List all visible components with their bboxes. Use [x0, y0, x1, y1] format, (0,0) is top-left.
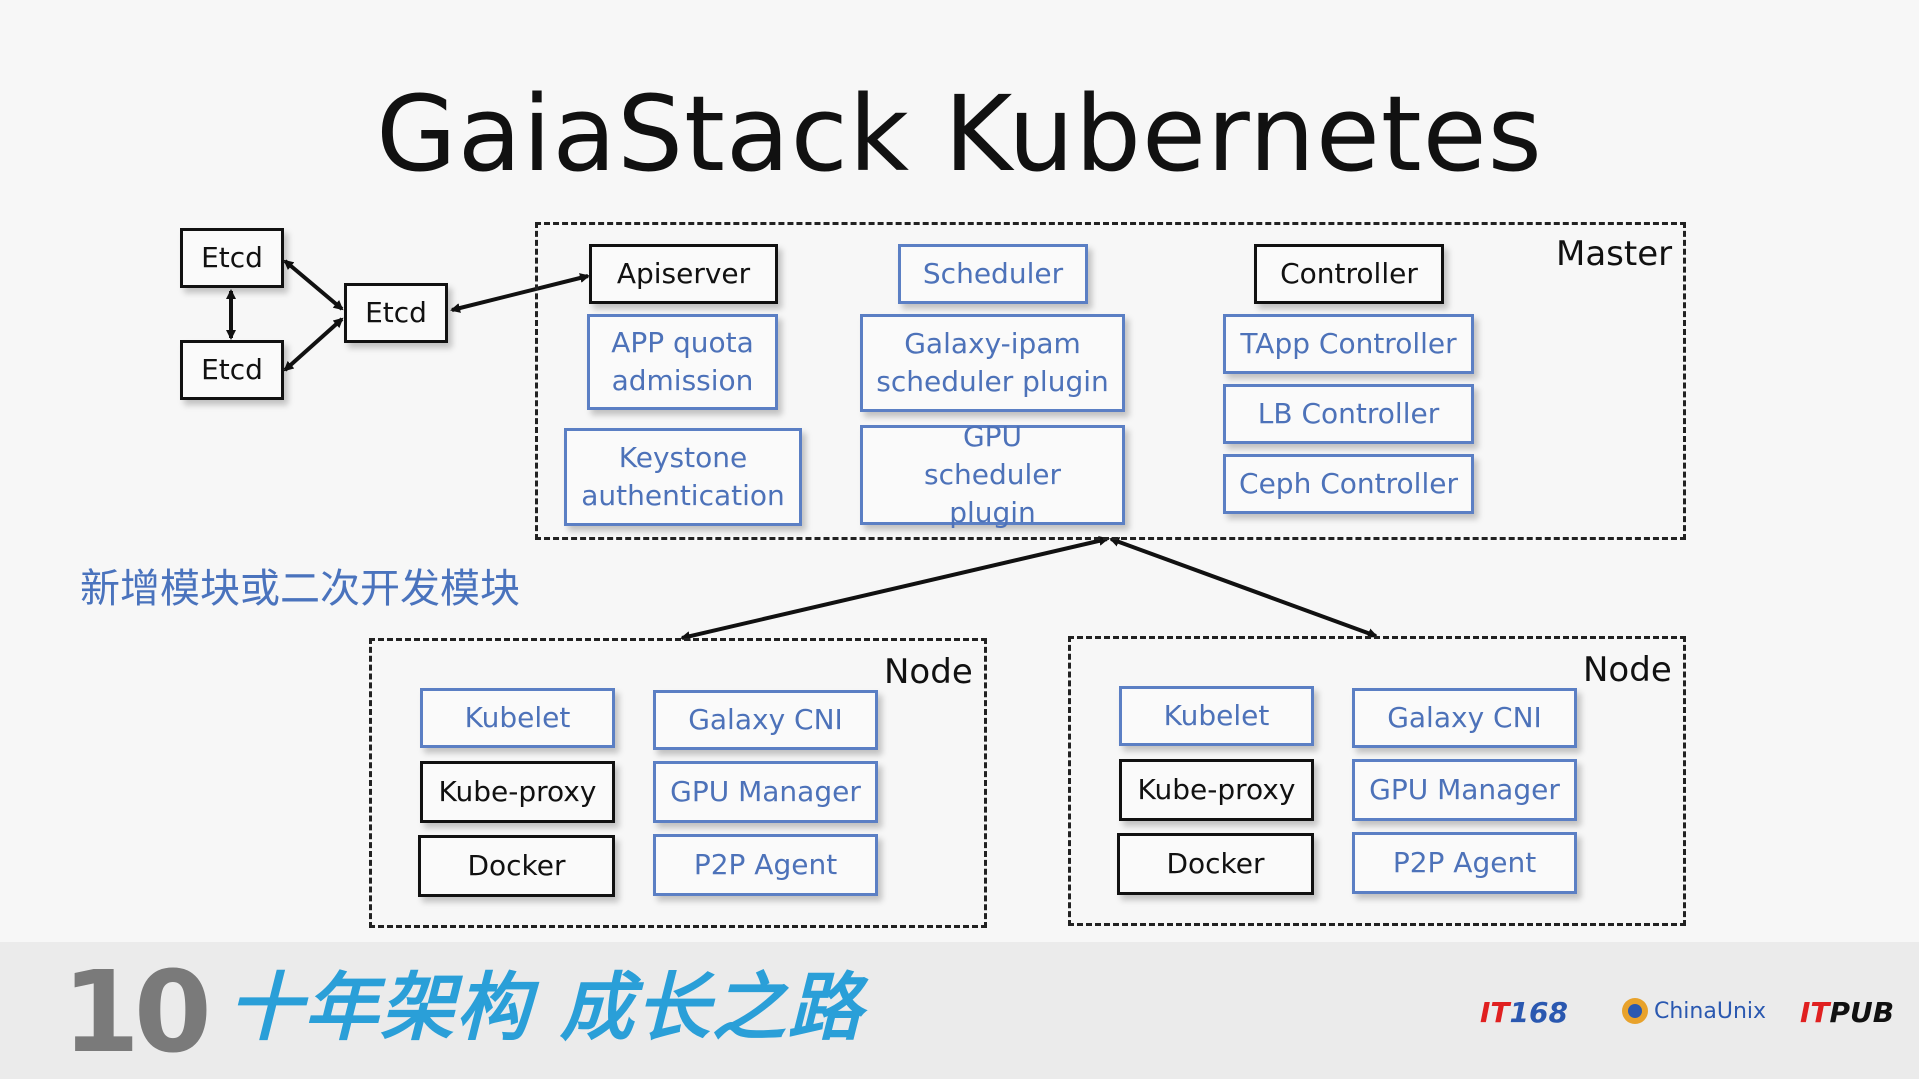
- node-region-1: [369, 638, 987, 928]
- lb-controller-box: LB Controller: [1223, 384, 1474, 444]
- tapp-controller-box: TApp Controller: [1223, 314, 1474, 374]
- etcd-apiserver-link: [450, 273, 590, 313]
- etcd-bottom: Etcd: [180, 340, 284, 400]
- etcd-top: Etcd: [180, 228, 284, 288]
- app-quota-box: APP quota admission: [587, 314, 778, 410]
- anniversary-logo: 10: [62, 948, 212, 1078]
- galaxy-ipam-box: Galaxy-ipam scheduler plugin: [860, 314, 1125, 412]
- p2p-agent-box-1: P2P Agent: [653, 834, 878, 896]
- galaxy-cni-box-1: Galaxy CNI: [653, 690, 878, 750]
- kube-proxy-box-1: Kube-proxy: [420, 761, 615, 823]
- controller-box: Controller: [1254, 244, 1444, 304]
- page-title: GaiaStack Kubernetes: [376, 73, 1543, 195]
- it168-logo: IT168: [1480, 996, 1568, 1029]
- master-node1-link: [680, 535, 1109, 642]
- gpu-scheduler-box: GPU scheduler plugin: [860, 420, 1125, 529]
- keystone-box: Keystone authentication: [564, 428, 802, 526]
- gpu-manager-box-2: GPU Manager: [1352, 759, 1577, 821]
- master-node2-link: [1109, 537, 1378, 638]
- etcd-link-bottom: [283, 317, 344, 372]
- node-label-1: Node: [884, 652, 973, 692]
- master-region: [535, 222, 1686, 540]
- etcd-link-top: [283, 259, 344, 311]
- master-label: Master: [1556, 234, 1673, 274]
- docker-box-1: Docker: [418, 835, 615, 897]
- kubelet-box-2: Kubelet: [1119, 686, 1314, 746]
- ceph-controller-box: Ceph Controller: [1223, 454, 1474, 514]
- kubelet-box-1: Kubelet: [420, 688, 615, 748]
- itpub-logo: ITPUB: [1800, 996, 1895, 1029]
- apiserver-box: Apiserver: [589, 244, 778, 304]
- footer-slogan: 十年架构 成长之路: [228, 965, 864, 1051]
- galaxy-cni-box-2: Galaxy CNI: [1352, 688, 1577, 748]
- etcd-middle: Etcd: [344, 283, 448, 343]
- kube-proxy-box-2: Kube-proxy: [1119, 759, 1314, 821]
- gpu-manager-box-1: GPU Manager: [653, 761, 878, 823]
- docker-box-2: Docker: [1117, 833, 1314, 895]
- scheduler-box: Scheduler: [898, 244, 1088, 304]
- legend-note: 新增模块或二次开发模块: [80, 566, 520, 612]
- node-region-2: [1068, 636, 1686, 926]
- chinaunix-icon: [1622, 998, 1648, 1024]
- p2p-agent-box-2: P2P Agent: [1352, 832, 1577, 894]
- node-label-2: Node: [1583, 650, 1672, 690]
- footer-banner: [0, 942, 1919, 1079]
- chinaunix-logo: ChinaUnix: [1622, 998, 1766, 1024]
